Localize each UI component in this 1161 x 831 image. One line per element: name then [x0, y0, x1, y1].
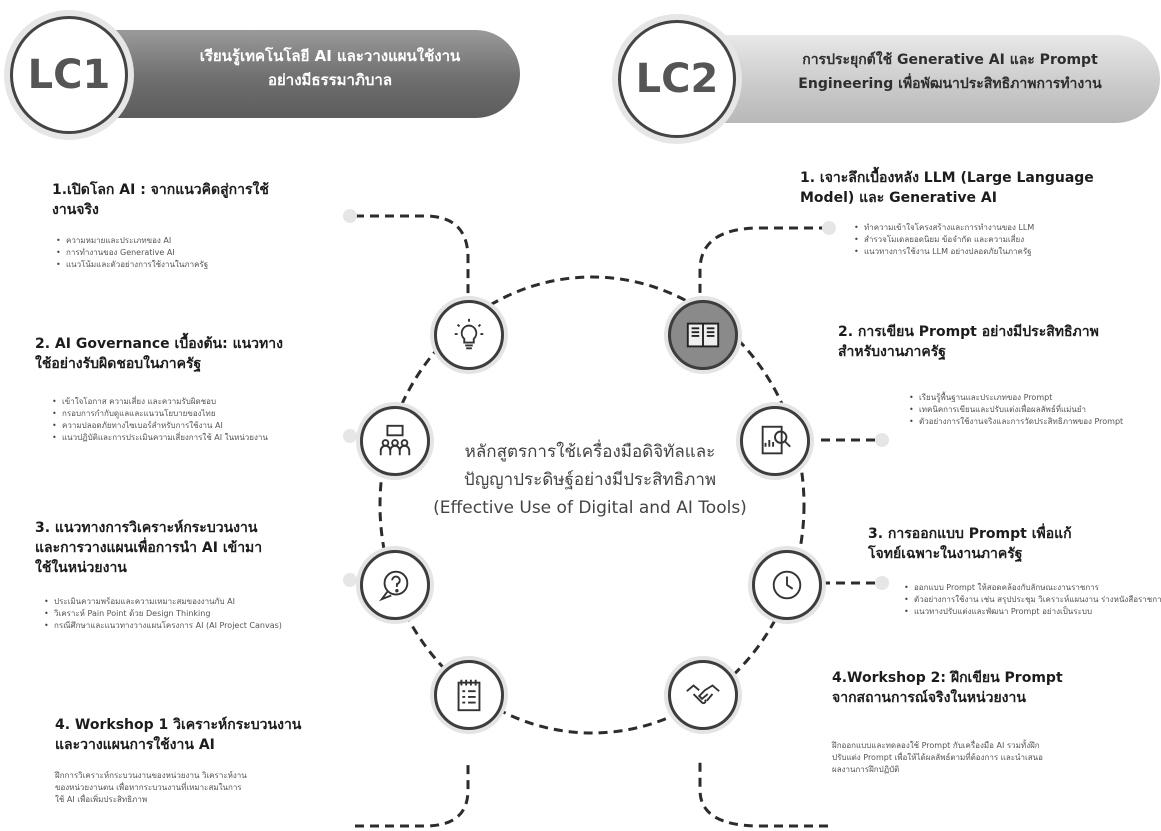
lc1-module-3-bullets: ประเมินความพร้อมและความเหมาะสมของงานกับ … [40, 596, 344, 632]
lc2-badge: LC2 [618, 20, 736, 138]
book-node [668, 300, 738, 370]
lightbulb-icon [454, 318, 484, 350]
lc1-module-1-title: 1.เปิดโลก AI : จากแนวคิดสู่การใช้ งานจริ… [52, 182, 269, 218]
lc2-module-2-bullets: เรียนรู้พื้นฐานและประเภทของ Prompt เทคนิ… [905, 392, 1161, 428]
connector-dot [343, 573, 357, 587]
lc2-title: การประยุกต์ใช้ Generative AI และ Prompt … [798, 52, 1102, 92]
lc2-module-2-title: 2. การเขียน Prompt อย่างมีประสิทธิภาพ สำ… [838, 324, 1099, 360]
list-item: ออกแบบ Prompt ให้สอดคล้องกับลักษณะงานราช… [904, 582, 1161, 594]
open-book-icon [686, 322, 720, 348]
list-item: สำรวจโมเดลยอดนิยม ข้อจำกัด และความเสี่ยง [854, 234, 1154, 246]
lc2-module-4-description: ฝึกออกแบบและทดลองใช้ Prompt กับเครื่องมื… [832, 741, 1043, 774]
lc2-module-3-bullets: ออกแบบ Prompt ให้สอดคล้องกับลักษณะงานราช… [900, 582, 1161, 618]
team-node [360, 406, 430, 476]
list-item: ตัวอย่างการใช้งานจริงและการวัดประสิทธิภา… [909, 416, 1161, 428]
lc2-header-bar [660, 35, 1160, 123]
question-node [360, 550, 430, 620]
connector-dot [343, 209, 357, 223]
list-item: ความหมายและประเภทของ AI [56, 235, 346, 247]
list-item: ตัวอย่างการใช้งาน เช่น สรุปประชุม วิเครา… [904, 594, 1161, 606]
connector-dot [822, 221, 836, 235]
list-item: การทำงานของ Generative AI [56, 247, 346, 259]
notepad-node [434, 660, 504, 730]
team-presentation-icon [379, 424, 411, 456]
lightbulb-node [434, 300, 504, 370]
report-magnifier-icon [761, 425, 791, 455]
handshake-icon [686, 684, 720, 705]
lc1-module-4-title: 4. Workshop 1 วิเคราะห์กระบวนงาน และวางแ… [55, 717, 302, 753]
lc1-module-1-bullets: ความหมายและประเภทของ AI การทำงานของ Gene… [52, 235, 346, 271]
report-node [740, 406, 810, 476]
notepad-checklist-icon [457, 679, 481, 712]
list-item: ประเมินความพร้อมและความเหมาะสมของงานกับ … [44, 596, 344, 608]
question-bubble-icon [378, 570, 409, 602]
list-item: วิเคราะห์ Pain Point ด้วย Design Thinkin… [44, 608, 344, 620]
list-item: แนวทางปรับแต่งและพัฒนา Prompt อย่างเป็นร… [904, 606, 1161, 618]
list-item: แนวโน้มและตัวอย่างการใช้งานในภาครัฐ [56, 259, 346, 271]
handshake-node [668, 660, 738, 730]
list-item: เรียนรู้พื้นฐานและประเภทของ Prompt [909, 392, 1161, 404]
list-item: เข้าใจโอกาส ความเสี่ยง และความรับผิดชอบ [52, 396, 332, 408]
lc2-module-1-bullets: ทำความเข้าใจโครงสร้างและการทำงานของ LLM … [850, 222, 1154, 258]
list-item: เทคนิคการเขียนและปรับแต่งเพื่อผลลัพธ์ที่… [909, 404, 1161, 416]
list-item: ทำความเข้าใจโครงสร้างและการทำงานของ LLM [854, 222, 1154, 234]
list-item: แนวปฏิบัติและการประเมินความเสี่ยงการใช้ … [52, 432, 332, 444]
lc1-module-2-bullets: เข้าใจโอกาส ความเสี่ยง และความรับผิดชอบ … [48, 396, 332, 444]
lc1-badge: LC1 [10, 16, 128, 134]
lc2-module-1-title: 1. เจาะลึกเบื้องหลัง LLM (Large Language… [800, 170, 1094, 206]
lc1-module-4-description: ฝึกการวิเคราะห์กระบวนงานของหน่วยงาน วิเค… [55, 771, 247, 804]
lc1-module-2-title: 2. AI Governance เบื้องต้น: แนวทาง ใช้อย… [35, 336, 283, 372]
course-title: หลักสูตรการใช้เครื่องมือดิจิทัลและ ปัญญา… [433, 442, 747, 518]
list-item: กรอบการกำกับดูแลและแนวนโยบายของไทย [52, 408, 332, 420]
lc1-header-bar [90, 30, 520, 118]
lc2-module-4-title: 4.Workshop 2: ฝึกเขียน Prompt จากสถานการ… [832, 670, 1063, 706]
clock-icon [772, 570, 802, 600]
connector-dot [343, 429, 357, 443]
list-item: แนวทางการใช้งาน LLM อย่างปลอดภัยในภาครัฐ [854, 246, 1154, 258]
clock-node [752, 550, 822, 620]
lc2-module-3-title: 3. การออกแบบ Prompt เพื่อแก้ โจทย์เฉพาะใ… [868, 526, 1072, 562]
list-item: ความปลอดภัยทางไซเบอร์สำหรับการใช้งาน AI [52, 420, 332, 432]
connector-dot [875, 576, 889, 590]
lc1-title: เรียนรู้เทคโนโลยี AI และวางแผนใช้งาน อย่… [199, 47, 461, 89]
list-item: กรณีศึกษาและแนวทางวางแผนโครงการ AI (AI P… [44, 620, 344, 632]
lc1-module-3-title: 3. แนวทางการวิเคราะห์กระบวนงาน และการวาง… [35, 520, 263, 576]
connector-dot [875, 433, 889, 447]
